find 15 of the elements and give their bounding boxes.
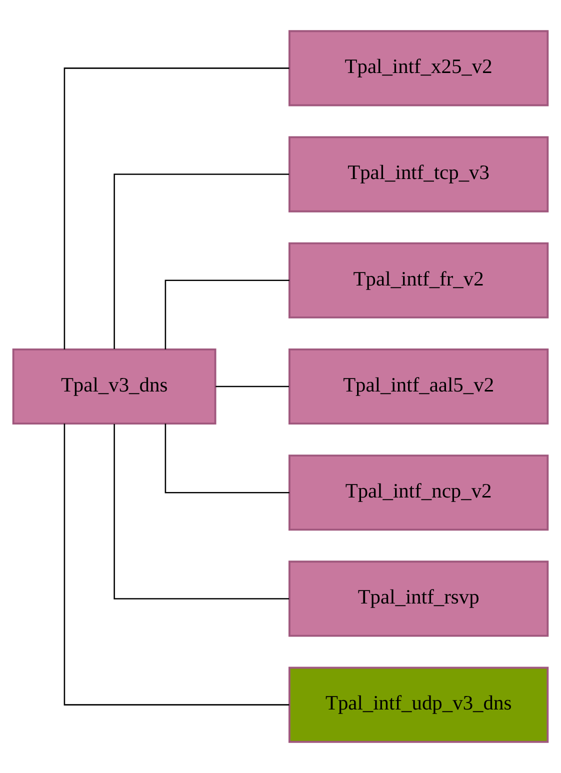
connector: [64, 68, 290, 350]
node-box: Tpal_intf_tcp_v3: [288, 136, 549, 212]
node-box: Tpal_intf_fr_v2: [288, 242, 549, 318]
node-box: Tpal_v3_dns: [12, 348, 216, 425]
node-box: Tpal_intf_rsvp: [288, 560, 549, 637]
node-box: Tpal_intf_ncp_v2: [288, 454, 549, 531]
connector: [216, 386, 290, 388]
connector: [114, 174, 290, 350]
node-box: Tpal_intf_aal5_v2: [288, 348, 549, 425]
connector: [64, 424, 290, 706]
connector: [114, 424, 290, 600]
connector: [164, 280, 290, 350]
connector: [164, 424, 290, 494]
node-box: Tpal_intf_x25_v2: [288, 30, 549, 106]
node-box: Tpal_intf_udp_v3_dns: [288, 666, 549, 743]
